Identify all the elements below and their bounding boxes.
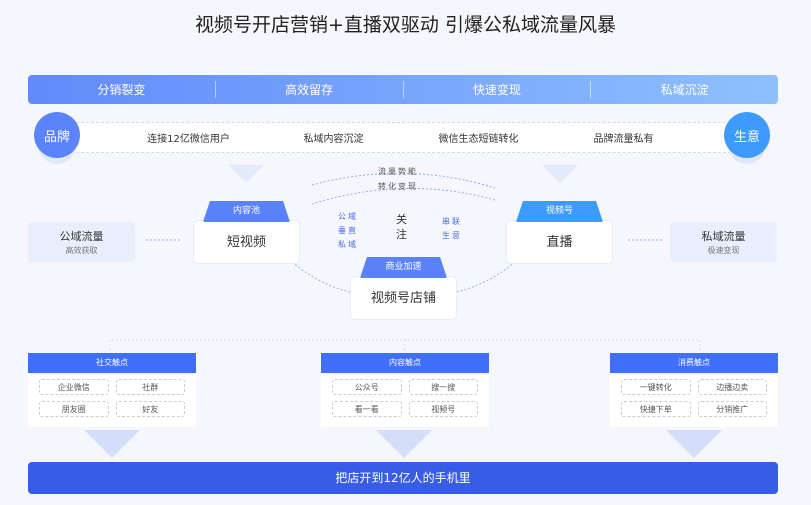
flow-label-top: 流量势能 <box>378 167 418 176</box>
touchpoint: 分销推广 <box>697 401 767 417</box>
touchpoint: 看一看 <box>332 401 402 417</box>
flow-label-bottom: 转化变现 <box>378 182 418 191</box>
arrow-down-icon <box>542 165 578 183</box>
public-title: 公域流量 <box>59 230 104 243</box>
center-right: 串联 生意 <box>442 215 462 243</box>
short-video-card: 短视频 <box>193 220 300 264</box>
private-title: 私域流量 <box>701 230 746 243</box>
value-item: 品牌流量私有 <box>593 134 654 145</box>
private-sub: 极速变现 <box>707 246 740 255</box>
value-item: 微信生态短链转化 <box>438 134 519 145</box>
panel-title: 消费触点 <box>610 353 778 373</box>
private-traffic-box: 私域流量 极速变现 <box>670 222 777 262</box>
touchpoint: 边播边卖 <box>697 379 767 395</box>
tag: 串联 <box>442 217 462 226</box>
center-left: 公域 垂直 私域 <box>338 210 358 252</box>
page-title: 视频号开店营销+直播双驱动 引爆公私域流量风暴 <box>195 14 616 36</box>
arrow-down-icon <box>666 430 722 458</box>
shop-card: 视频号店铺 <box>350 276 457 320</box>
public-sub: 高效获取 <box>65 246 98 255</box>
tag: 公域 <box>338 212 358 221</box>
bottom-banner: 把店开到12亿人的手机里 <box>28 462 778 494</box>
business-boost-tab: 商业加速 <box>360 257 447 278</box>
arrow-down-icon <box>376 430 432 458</box>
touchpoint: 企业微信 <box>39 379 109 395</box>
panel-title: 社交触点 <box>28 353 196 373</box>
tag: 生意 <box>442 231 462 240</box>
content-panel: 内容触点 公众号 搜一搜 看一看 视频号 <box>321 353 489 427</box>
social-panel: 社交触点 企业微信 社群 朋友圈 好友 <box>28 353 196 427</box>
tag: 垂直 <box>338 226 358 235</box>
touchpoint: 公众号 <box>332 379 402 395</box>
tag: 私域 <box>338 240 358 249</box>
arrow-down-icon <box>228 165 264 183</box>
touchpoint: 社群 <box>115 379 185 395</box>
value-item: 私域内容沉淀 <box>303 134 364 145</box>
content-pool-tab: 内容池 <box>203 201 290 222</box>
business-circle: 生意 <box>724 112 770 158</box>
value-band: 连接12亿微信用户 私域内容沉淀 微信生态短链转化 品牌流量私有 <box>56 122 756 153</box>
public-traffic-box: 公域流量 高效获取 <box>28 222 135 262</box>
touchpoint: 好友 <box>115 401 185 417</box>
touchpoint: 搜一搜 <box>408 379 478 395</box>
benefit: 快速变现 <box>404 81 592 98</box>
consumption-panel: 消费触点 一键转化 边播边卖 快捷下单 分销推广 <box>610 353 778 427</box>
touchpoint: 一键转化 <box>621 379 691 395</box>
touchpoint: 朋友圈 <box>39 401 109 417</box>
touchpoint: 快捷下单 <box>621 401 691 417</box>
touchpoint: 视频号 <box>408 401 478 417</box>
arrow-down-icon <box>84 430 140 458</box>
center-follow: 关注 <box>396 213 407 241</box>
value-item: 连接12亿微信用户 <box>147 134 230 145</box>
live-card: 直播 <box>506 220 613 264</box>
benefit: 分销裂变 <box>28 81 216 98</box>
benefits-bar: 分销裂变 高效留存 快速变现 私域沉淀 <box>28 75 778 104</box>
benefit: 私域沉淀 <box>660 83 709 97</box>
brand-circle: 品牌 <box>34 112 80 158</box>
channels-tab: 视频号 <box>516 201 603 222</box>
benefit: 高效留存 <box>216 81 404 98</box>
panel-title: 内容触点 <box>321 353 489 373</box>
